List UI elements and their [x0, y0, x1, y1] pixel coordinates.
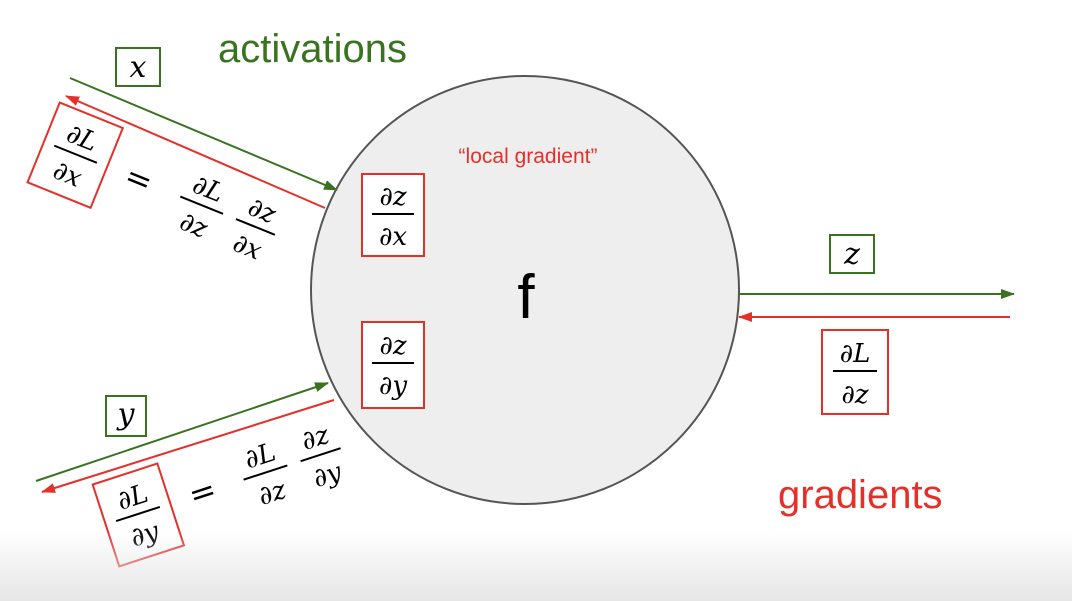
z-variable-box	[829, 234, 875, 274]
svg-text:∂z: ∂z	[175, 207, 212, 245]
z-variable-label: z	[843, 237, 860, 272]
svg-text:∂y: ∂y	[309, 457, 345, 494]
y-variable-label: y	[116, 397, 136, 432]
upstream-gradient-dl-dz: ∂L ∂z	[821, 329, 889, 415]
svg-text:∂z: ∂z	[255, 475, 290, 512]
x-variable-label: x	[130, 50, 147, 85]
bottom-shade	[0, 530, 1072, 601]
svg-text:∂y: ∂y	[379, 371, 407, 401]
gradients-heading: gradients	[778, 473, 943, 517]
y-activation-arrow	[35, 382, 329, 482]
svg-text:=: =	[184, 470, 221, 514]
function-label: f	[517, 263, 535, 332]
y-gradient-arrow	[41, 399, 335, 493]
svg-text:=: =	[119, 156, 158, 201]
svg-text:∂L: ∂L	[840, 339, 871, 369]
svg-text:∂z: ∂z	[379, 331, 406, 361]
svg-text:∂x: ∂x	[229, 228, 267, 266]
chain-rule-x: ∂L ∂x = ∂L ∂z ∂z ∂x	[26, 101, 280, 267]
svg-text:∂z: ∂z	[379, 182, 406, 212]
y-variable-box	[105, 395, 147, 437]
x-activation-arrow	[69, 77, 338, 191]
svg-text:∂x: ∂x	[379, 222, 407, 252]
local-gradient-label: “local gradient”	[459, 145, 598, 168]
x-gradient-arrow	[65, 95, 326, 209]
x-variable-box	[115, 47, 161, 87]
local-gradient-dz-dx: ∂z ∂x	[361, 173, 425, 257]
activations-heading: activations	[218, 27, 407, 71]
svg-text:∂z: ∂z	[841, 380, 868, 410]
local-gradient-dz-dy: ∂z ∂y	[361, 321, 425, 409]
